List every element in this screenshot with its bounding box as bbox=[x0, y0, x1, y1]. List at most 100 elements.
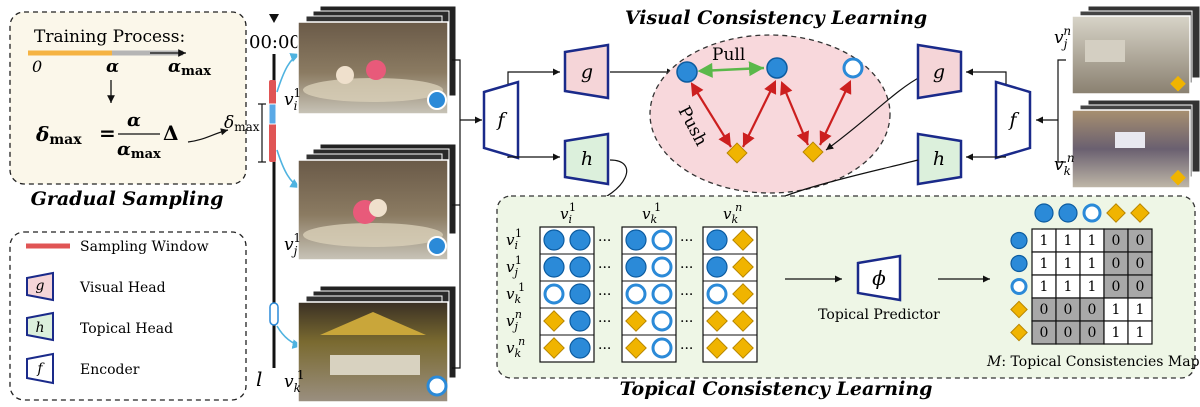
token-col-0 bbox=[569, 256, 591, 278]
svg-text:g: g bbox=[581, 61, 593, 83]
token-row-0 bbox=[625, 229, 647, 251]
fraction-numerator: α bbox=[127, 110, 141, 131]
delta-to-timeline-arrow bbox=[187, 128, 229, 143]
svg-text:0: 0 bbox=[1088, 302, 1097, 318]
map-row-token-4 bbox=[1010, 323, 1028, 342]
svg-text:g: g bbox=[933, 61, 945, 83]
legend-box bbox=[9, 231, 247, 401]
token-col-0 bbox=[569, 283, 591, 305]
legend: Sampling Window g Visual Head h Topical … bbox=[9, 231, 247, 401]
training-process-label: Training Process: bbox=[34, 27, 185, 47]
token-group-0 bbox=[539, 226, 595, 363]
map-cell: 0 bbox=[1127, 251, 1153, 276]
visual-consistency-section: Visual Consistency Learning Pull Push bbox=[625, 7, 927, 194]
map-cell: 1 bbox=[1079, 228, 1105, 253]
map-row-token-2 bbox=[1010, 278, 1028, 295]
token-row-1 bbox=[543, 256, 565, 278]
map-cell: 1 bbox=[1079, 274, 1105, 299]
token-row-2 bbox=[543, 283, 565, 305]
legend-visual-head-icon bbox=[26, 271, 54, 302]
frame-vj1-token-icon bbox=[427, 236, 447, 256]
token-row-1 bbox=[625, 256, 647, 278]
timeline-end-label: l bbox=[256, 367, 262, 391]
map-cell: 0 bbox=[1055, 320, 1081, 345]
video-timeline: 00:00 l bbox=[249, 14, 303, 391]
token-col-2 bbox=[732, 256, 754, 278]
token-col-2 bbox=[732, 229, 754, 251]
svg-text:1: 1 bbox=[1040, 256, 1049, 272]
col-header-2: vkn bbox=[723, 201, 742, 226]
map-row-token-3 bbox=[1010, 300, 1028, 319]
svg-text:0: 0 bbox=[1112, 233, 1121, 249]
row-label-2: vk1 bbox=[506, 281, 525, 306]
token-col-2 bbox=[732, 337, 754, 359]
col-header-1: vk1 bbox=[642, 201, 661, 226]
pull-arrow bbox=[697, 61, 765, 78]
svg-text:1: 1 bbox=[1136, 325, 1145, 341]
token-row-4 bbox=[625, 337, 647, 359]
pull-label: Pull bbox=[712, 45, 745, 65]
svg-text:1: 1 bbox=[1040, 233, 1049, 249]
topical-consistency-section: Topical Consistency Learning vi1vj1vk1vj… bbox=[496, 195, 1200, 400]
map-cell: 0 bbox=[1127, 274, 1153, 299]
map-caption: M: Topical Consistencies Map bbox=[986, 354, 1200, 370]
svg-text:0: 0 bbox=[1064, 325, 1073, 341]
frame-vkn-token-icon bbox=[1170, 169, 1186, 186]
topical-head-left: h bbox=[563, 132, 610, 186]
topical-predictor: ϕ bbox=[856, 254, 902, 302]
row-label-0: vi1 bbox=[506, 227, 522, 252]
fraction-denominator: αmax bbox=[117, 139, 161, 162]
token-row-2 bbox=[625, 283, 647, 305]
svg-text:0: 0 bbox=[1112, 279, 1121, 295]
map-row-token-0 bbox=[1010, 231, 1028, 250]
clip-stack-vkn: vkn bbox=[1054, 99, 1200, 189]
map-cell: 1 bbox=[1031, 251, 1057, 276]
ellipsis: ··· bbox=[598, 314, 611, 330]
legend-encoder-label: Encoder bbox=[80, 362, 140, 378]
negative-embedding-icon-1 bbox=[726, 142, 748, 164]
frame-vkn bbox=[1071, 109, 1191, 189]
token-col-1 bbox=[651, 310, 673, 332]
timeline-start-marker bbox=[269, 14, 279, 23]
map-row-token-1 bbox=[1010, 254, 1028, 273]
push-arrow-4 bbox=[819, 80, 852, 146]
token-row-3 bbox=[543, 310, 565, 332]
svg-text:0: 0 bbox=[1136, 256, 1145, 272]
svg-text:h: h bbox=[581, 148, 593, 170]
alpha-label: α bbox=[106, 57, 119, 77]
frame-vk1-label: vk1 bbox=[284, 368, 305, 395]
svg-text:1: 1 bbox=[1112, 302, 1121, 318]
clip-stack-vj1: vj1 bbox=[284, 143, 457, 261]
map-col-token-3 bbox=[1106, 203, 1126, 223]
ellipsis: ··· bbox=[680, 341, 693, 357]
g-right-to-ellipse-arrow bbox=[825, 75, 923, 151]
map-cell: 0 bbox=[1031, 297, 1057, 322]
hollow-embedding-icon bbox=[842, 57, 864, 79]
topical-consistency-title: Topical Consistency Learning bbox=[620, 378, 933, 400]
ellipsis: ··· bbox=[680, 260, 693, 276]
negative-embedding-icon-2 bbox=[802, 141, 824, 163]
svg-text:0: 0 bbox=[1136, 279, 1145, 295]
token-group-1 bbox=[621, 226, 677, 363]
map-cell: 1 bbox=[1127, 320, 1153, 345]
svg-text:h: h bbox=[933, 148, 945, 170]
gradual-sampling-title: Gradual Sampling bbox=[31, 188, 224, 210]
ellipsis: ··· bbox=[680, 314, 693, 330]
svg-text:0: 0 bbox=[1112, 256, 1121, 272]
map-cell: 0 bbox=[1127, 228, 1153, 253]
delta-symbol: Δ bbox=[163, 121, 179, 145]
token-col-0 bbox=[569, 310, 591, 332]
map-cell: 1 bbox=[1055, 228, 1081, 253]
map-cell: 0 bbox=[1103, 251, 1129, 276]
anchor-embedding-icon bbox=[676, 61, 698, 83]
svg-text:ϕ: ϕ bbox=[872, 266, 886, 290]
token-col-0 bbox=[569, 229, 591, 251]
token-group-2 bbox=[702, 226, 758, 363]
svg-text:1: 1 bbox=[1136, 302, 1145, 318]
map-cell: 0 bbox=[1079, 297, 1105, 322]
visual-consistency-title: Visual Consistency Learning bbox=[625, 7, 927, 29]
token-col-1 bbox=[651, 337, 673, 359]
token-col-2 bbox=[732, 310, 754, 332]
ellipsis: ··· bbox=[598, 341, 611, 357]
